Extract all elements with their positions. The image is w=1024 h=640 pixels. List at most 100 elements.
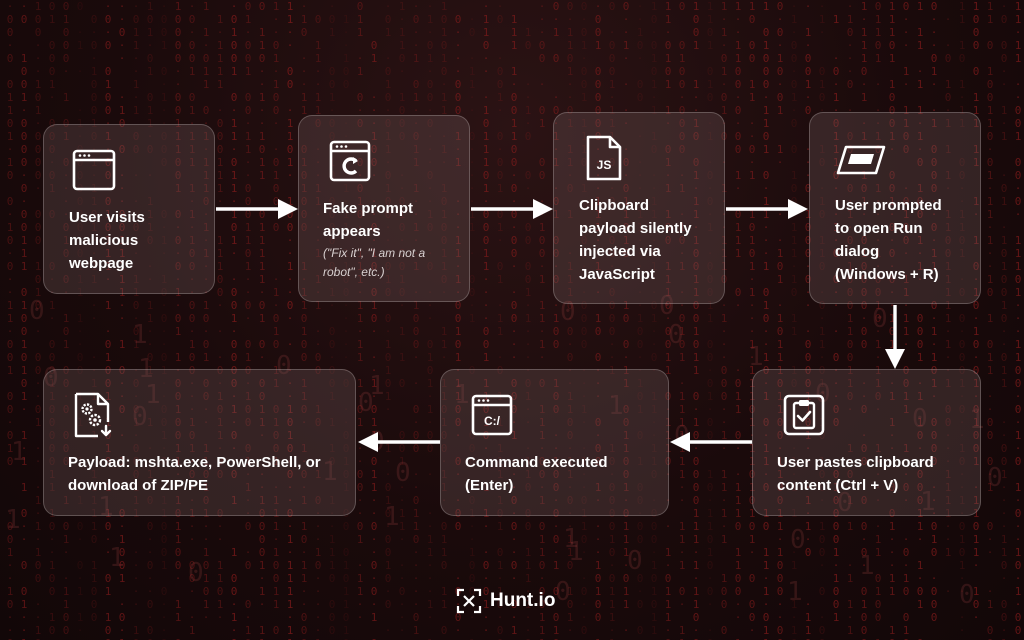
binary-rain-column: 1 1 · 0 1 1 0 · 1 · 1 1 1 0 · 1 · 1 · · … [202, 0, 210, 624]
brand-name: Hunt.io [490, 590, 556, 611]
binary-rain-column: 1 · · 1 0 0 · · 0 · 1 · 1 1 1 1 0 0 · · … [342, 13, 350, 640]
binary-digit-decoration: 1 [11, 437, 27, 467]
binary-rain-column: 0 1 · 0 0 1 0 0 · 1 1 · · 0 0 0 1 1 0 1 … [244, 0, 252, 640]
binary-digit-decoration: 0 [188, 558, 204, 588]
binary-rain-column: · 0 1 0 0 1 · 0 0 0 0 · 0 · 0 0 1 1 1 0 … [20, 0, 28, 640]
binary-digit-decoration: 1 [608, 391, 624, 421]
arrow-right-icon [216, 199, 298, 219]
binary-rain-column: 0 1 0 0 0 · 1 0 1 0 · · · · 0 1 0 0 · 1 … [62, 0, 70, 637]
step-label: Payload: mshta.exe, PowerShell, or downl… [68, 454, 321, 494]
binary-digit-decoration: 0 [627, 546, 643, 576]
binary-rain-column: · · 0 · · · 1 0 0 · · · 0 0 1 1 1 1 1 · … [118, 0, 126, 640]
binary-rain-column: · 0 0 1 0 · 1 · · 0 0 0 0 · 1 · 1 0 · 0 … [160, 0, 168, 640]
binary-rain-column: 0 1 0 0 0 1 · 0 0 0 · 0 1 0 0 · · 1 · 0 … [48, 0, 56, 640]
binary-rain-column: 0 · · · 0 1 · · 1 0 0 0 0 · · 0 · 1 1 0 … [930, 0, 938, 640]
binary-rain-column: · 0 0 0 · · 1 · 1 · 0 1 · 1 0 1 0 0 1 0 … [1000, 0, 1008, 640]
binary-rain-column: · 0 1 0 0 1 0 · 1 1 · 0 1 1 · 1 0 1 · · … [230, 0, 238, 640]
binary-rain-column: 1 0 0 0 1 1 · · 0 · 1 1 0 1 0 1 · 1 · · … [748, 0, 756, 640]
browser-refresh-icon [329, 140, 371, 182]
step-open-run-dialog: User prompted to open Run dialog (Window… [809, 112, 981, 304]
binary-rain-column: 0 0 1 0 0 · 0 0 0 0 · 1 · 1 0 · 1 · · 0 … [678, 0, 686, 640]
binary-rain-column: · 1 · 0 1 0 · 1 0 · 1 0 1 1 0 · 0 · 1 1 … [818, 0, 826, 640]
binary-rain-column: · 1 · 0 0 1 · 0 · · · 0 1 0 0 0 · 0 · · … [804, 0, 812, 640]
binary-rain-column: · · 1 0 · 0 0 · · · · 1 1 · · · · · · 1 … [636, 0, 644, 637]
hunt-logo-icon [456, 588, 482, 614]
binary-rain-column: 1 · · 1 1 0 0 · 0 · 0 0 1 · 0 1 1 1 0 · … [734, 0, 742, 640]
binary-digit-decoration: 0 [659, 291, 675, 321]
step-paste-clipboard: User pastes clipboard content (Ctrl + V) [752, 369, 981, 516]
binary-digit-decoration: 1 [369, 371, 385, 401]
binary-rain-column: 1 · 1 1 1 1 · 0 0 0 1 1 1 · 1 1 1 0 0 · … [216, 13, 224, 624]
binary-digit-decoration: 0 [790, 525, 806, 555]
binary-rain-column: 0 · 1 · · 1 · 0 0 0 0 0 0 0 · 0 1 1 1 1 … [76, 0, 84, 640]
arrow-down-icon [885, 305, 905, 369]
binary-rain-column: · · 0 1 0 · 1 1 1 · 1 1 0 0 1 1 1 1 1 · … [944, 13, 952, 640]
binary-digit-decoration: 0 [872, 304, 888, 334]
binary-digit-decoration: 0 [837, 488, 853, 518]
binary-digit-decoration: 1 [969, 405, 985, 435]
binary-rain-column: 0 · 0 1 · 0 0 1 1 1 1 0 1 · 0 0 · · 0 0 … [580, 0, 588, 640]
binary-rain-column: 0 · · 1 · · · · · 0 · 0 1 1 0 1 0 · 1 0 … [622, 0, 630, 640]
step-label: Clipboard payload silently injected via … [579, 197, 692, 283]
binary-digit-decoration: 1 [322, 457, 338, 487]
step-fake-prompt: Fake prompt appears ("Fix it", "I am not… [298, 115, 470, 302]
command-prompt-icon: C:/ [471, 394, 513, 436]
step-label: User visits malicious webpage [69, 209, 145, 272]
binary-rain-column: 1 1 1 0 1 · 1 1 0 0 · · 1 1 0 1 · 0 0 · … [958, 0, 966, 640]
binary-digit-decoration: 1 [568, 537, 584, 567]
binary-digit-decoration: 1 [787, 577, 803, 607]
binary-rain-column: · 0 · 0 0 1 · 0 · 0 0 1 0 1 · 0 1 · 1 1 … [496, 0, 504, 640]
file-gears-download-icon [74, 392, 112, 438]
binary-rain-column: · 0 · · 1 0 1 · · 0 1 1 1 · · 1 · · 1 · … [412, 0, 420, 640]
binary-rain-column: · 1 0 · · · 0 · 0 0 · 0 · 1 · 0 · 1 0 0 … [846, 0, 854, 637]
binary-digit-decoration: 0 [987, 463, 1003, 493]
binary-rain-column: 0 · 0 0 0 1 · 1 1 1 0 · 0 0 0 · · 0 0 0 … [608, 0, 616, 640]
binary-digit-decoration: 1 [5, 505, 21, 535]
arrow-left-icon [670, 432, 752, 452]
binary-digit-decoration: 1 [454, 380, 470, 410]
binary-rain-column: · 0 1 1 · · 1 · 1 0 0 · · 0 · · 1 1 0 · … [132, 0, 140, 640]
binary-rain-column: 1 0 · · 1 · 0 0 · 0 0 0 0 1 · 1 · · · · … [524, 26, 532, 640]
binary-rain-column: 1 0 0 · · · 1 0 1 · 0 0 0 0 · 0 0 0 1 0 … [34, 0, 42, 640]
binary-rain-column: 1 0 1 0 1 0 · 1 1 · 1 · 1 0 1 0 0 1 1 0 … [440, 0, 448, 640]
binary-rain-column: 0 1 1 0 · · 1 · · 1 0 1 1 0 1 1 1 1 1 · … [258, 0, 266, 640]
binary-rain-column: 0 1 1 · 1 0 · 0 0 · 0 1 0 · 1 1 1 · 1 1 … [356, 0, 364, 640]
binary-rain-column: 0 · · · · 0 0 0 1 · 1 · · · 1 1 · 1 · 0 … [454, 13, 462, 640]
browser-window-icon [72, 149, 116, 191]
binary-rain-column: · 0 1 · 0 1 0 · 0 1 1 · 0 1 0 0 · · · 0 … [384, 0, 392, 640]
binary-rain-column: 0 · · · 1 · 1 1 0 0 · 0 1 0 0 · 1 1 · 1 … [902, 0, 910, 640]
step-example-note: ("Fix it", "I am not a robot", etc.) [323, 246, 426, 279]
binary-rain-column: 1 1 0 1 0 0 1 1 0 · 0 1 · 1 1 · 1 · · 1 … [986, 0, 994, 640]
binary-rain-column: · 1 · 0 0 · 0 1 · 0 0 1 0 0 1 1 1 · 1 0 … [790, 0, 798, 640]
binary-digit-decoration: 1 [98, 492, 114, 522]
step-label: Command executed (Enter) [465, 454, 608, 494]
arrow-right-icon [726, 199, 808, 219]
step-label: Fake prompt appears [323, 200, 414, 240]
binary-rain-column: · 0 0 1 0 0 0 0 0 0 · · · · 1 1 1 · · 1 … [594, 0, 602, 640]
binary-rain-column: 1 1 · · 0 0 · 1 1 0 1 · 1 0 0 · · 1 · · … [286, 0, 294, 640]
binary-rain-column: 1 · 0 · 1 · 0 1 1 1 0 · · · 1 · 0 0 · · … [832, 13, 840, 640]
binary-rain-column: 1 0 · 0 1 0 1 · 1 1 0 · · 1 1 · · 0 1 · … [650, 0, 658, 640]
binary-digit-decoration: 0 [668, 320, 684, 350]
binary-digit-decoration: 0 [815, 379, 831, 409]
binary-digit-decoration: 0 [276, 351, 292, 381]
binary-rain-column: · 1 1 0 · · · 1 0 1 1 1 0 1 · 0 0 0 1 1 … [482, 0, 490, 637]
binary-rain-column: · · · 0 0 · 0 1 0 0 · · 1 0 0 · 1 1 1 · … [538, 0, 546, 640]
step-label: User pastes clipboard content (Ctrl + V) [777, 454, 934, 494]
binary-digit-decoration: 1 [920, 487, 936, 517]
binary-digit-decoration: 0 [555, 577, 571, 607]
binary-digit-decoration: 1 [132, 320, 148, 350]
binary-rain-column: 0 · 1 0 · 0 · 1 · 1 · 0 1 0 0 · 0 · 1 0 … [552, 0, 560, 640]
binary-digit-decoration: 1 [859, 551, 875, 581]
binary-digit-decoration: 1 [109, 543, 125, 573]
binary-rain-column: 1 · 1 · 0 1 · 0 1 · 0 · 1 · · · 1 1 1 0 … [720, 0, 728, 640]
binary-rain-column: · 0 0 · 0 0 1 1 0 1 · 1 0 0 · 1 0 · 0 · … [6, 0, 14, 640]
binary-rain-column: 1 0 1 0 0 0 · 1 1 0 1 0 · 1 1 · · · 1 0 … [762, 0, 770, 640]
binary-digit-decoration: 0 [132, 402, 148, 432]
step-payload: Payload: mshta.exe, PowerShell, or downl… [43, 369, 356, 516]
binary-rain-column: · 0 · 0 0 1 0 1 · 1 1 1 1 · 1 · 1 0 0 · … [188, 0, 196, 637]
binary-rain-column: 0 · 0 · 1 0 0 0 1 0 · 1 · 1 1 0 1 · · 1 … [90, 13, 98, 640]
binary-rain-column: 1 · · 0 1 · 1 0 0 · · 0 1 0 0 0 · 1 · 0 … [272, 0, 280, 640]
binary-rain-column: 0 1 · · · 1 0 0 · · · 0 · 1 0 0 1 0 · · … [370, 39, 378, 640]
binary-rain-column: 1 0 0 1 1 · · 1 0 0 1 · 1 1 · 1 0 0 1 1 … [692, 0, 700, 640]
